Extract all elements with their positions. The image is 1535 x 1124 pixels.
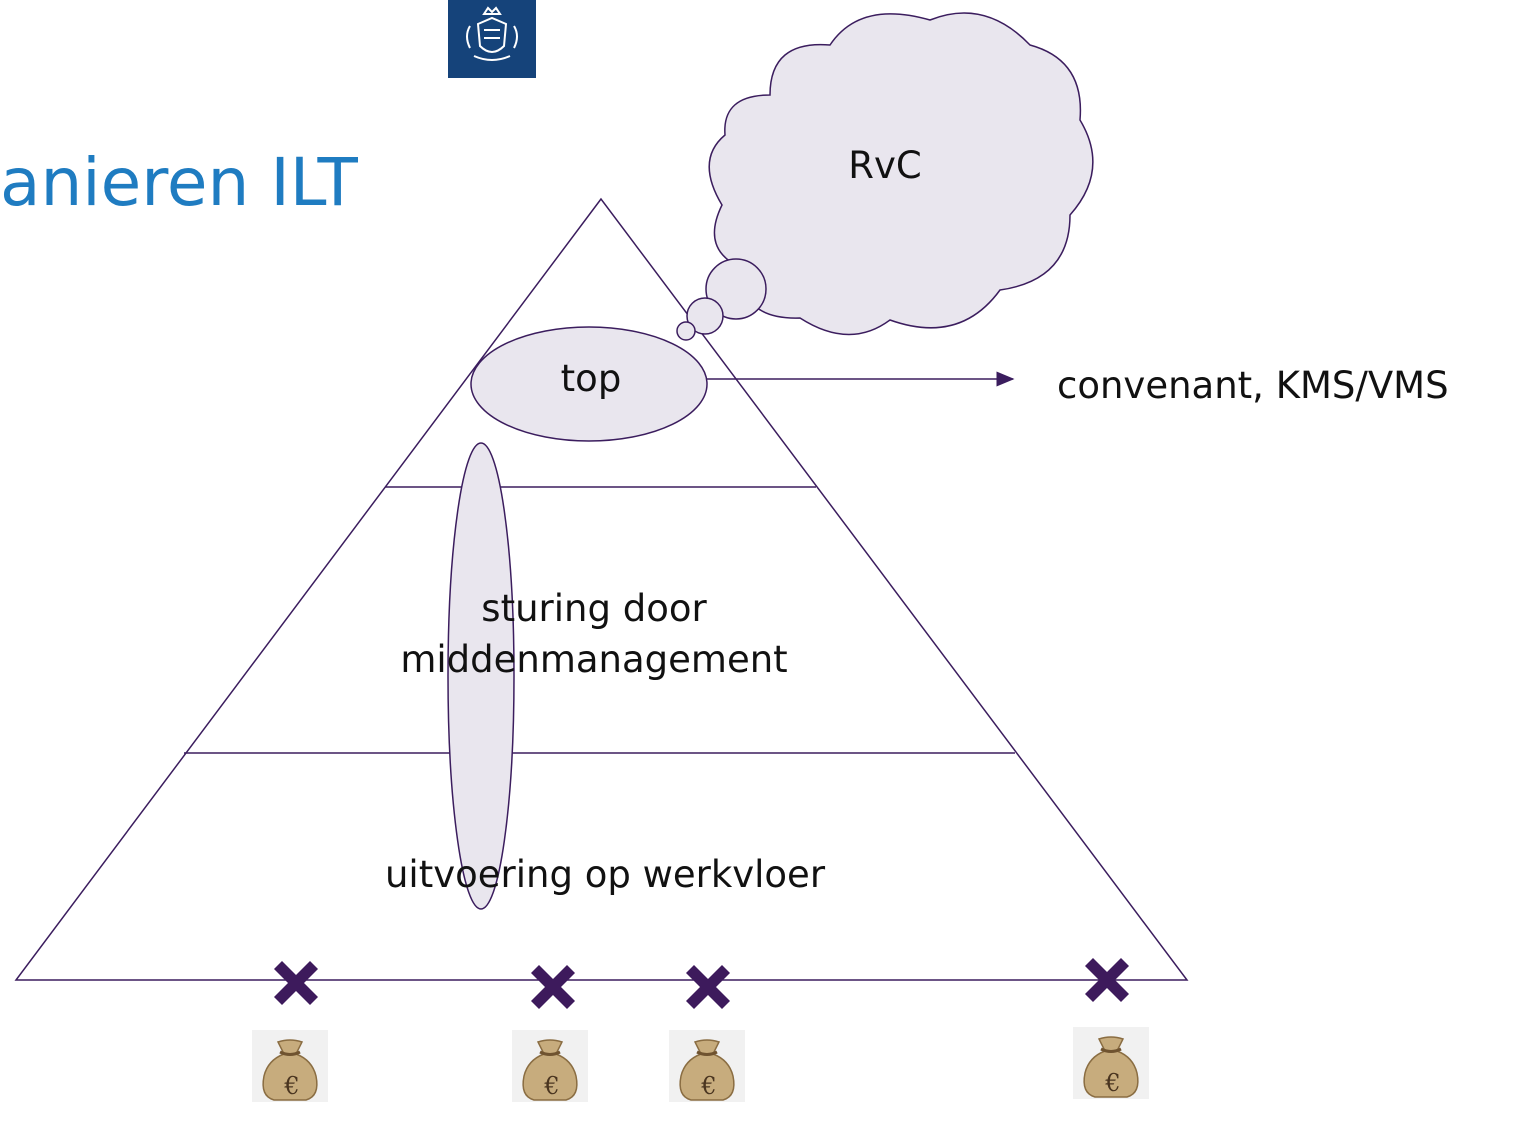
svg-text:€: € — [1104, 1069, 1120, 1097]
thought-bubble-large — [705, 258, 767, 320]
money-bag-icon: € — [250, 1028, 330, 1104]
x-marker — [531, 965, 575, 1009]
thought-bubble-small — [676, 321, 696, 341]
thought-bubble-medium — [686, 297, 724, 335]
money-bag-icon: € — [510, 1028, 590, 1104]
top-label: top — [561, 357, 622, 400]
vertical-ellipse — [447, 442, 515, 910]
convenant-label: convenant, KMS/VMS — [1057, 364, 1449, 407]
middle-tier-label-line1: sturing door — [481, 587, 707, 630]
rvc-label: RvC — [848, 144, 921, 187]
x-marker — [686, 965, 730, 1009]
government-crest-logo — [448, 0, 536, 78]
rvc-thought-cloud — [676, 12, 1094, 341]
svg-text:€: € — [283, 1072, 299, 1100]
bottom-tier-label: uitvoering op werkvloer — [385, 853, 826, 896]
money-bag-icon: € — [1071, 1025, 1151, 1101]
money-bag-icon: € — [667, 1028, 747, 1104]
svg-text:€: € — [543, 1072, 559, 1100]
x-marker — [274, 961, 318, 1005]
top-ellipse — [470, 326, 708, 442]
pyramid-outline — [14, 197, 1189, 981]
slide-title: anieren ILT — [0, 144, 358, 221]
svg-text:€: € — [700, 1072, 716, 1100]
middle-tier-label-line2: middenmanagement — [400, 638, 787, 681]
